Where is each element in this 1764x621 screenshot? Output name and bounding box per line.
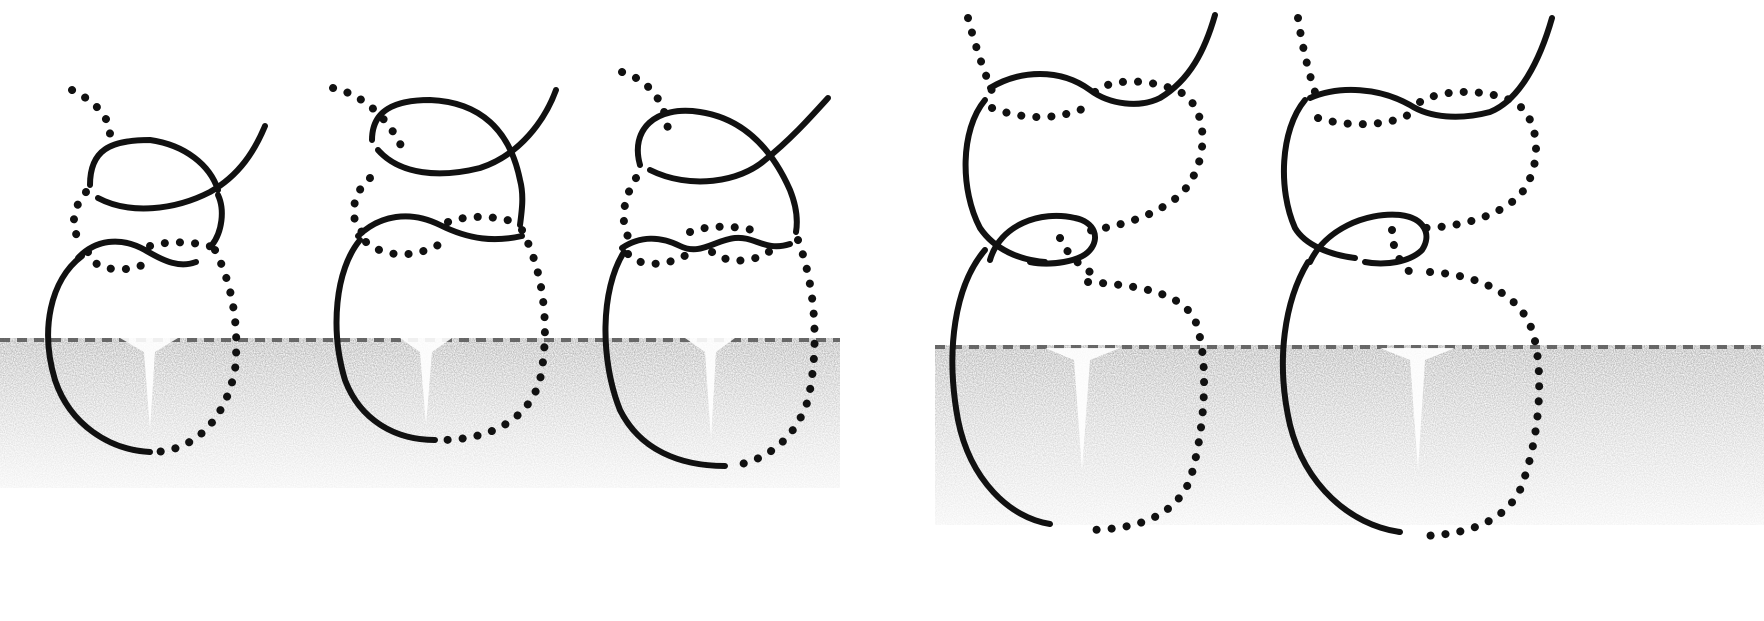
strand-dotted <box>72 90 110 135</box>
strand-dotted <box>333 88 404 152</box>
strand-dotted <box>354 178 370 232</box>
strand-dotted <box>366 242 440 254</box>
strand-solid <box>98 126 265 208</box>
strand-solid <box>1310 215 1426 264</box>
strand-solid <box>638 111 797 232</box>
strand-dotted <box>88 252 145 269</box>
strand-dotted <box>690 227 760 232</box>
strand-dotted <box>150 242 215 248</box>
strand-dotted <box>1298 18 1315 92</box>
strand-dotted <box>624 178 636 240</box>
strand-solid <box>1310 18 1552 117</box>
strand-dotted <box>992 108 1085 117</box>
strand-solid <box>990 216 1095 264</box>
strand-dotted <box>1318 115 1408 124</box>
right-surface-group <box>935 345 1764 525</box>
strand-dotted <box>448 217 520 224</box>
strand-dotted <box>1392 230 1410 272</box>
strand-solid <box>622 238 790 249</box>
strand-dotted <box>622 72 668 130</box>
strand-dotted <box>712 246 776 261</box>
strand-dotted <box>628 254 688 264</box>
right-surface-shading <box>935 345 1764 525</box>
strand-dotted <box>74 192 86 245</box>
strand-solid <box>212 195 222 245</box>
strand-solid <box>90 140 218 190</box>
strand-solid <box>358 216 522 239</box>
